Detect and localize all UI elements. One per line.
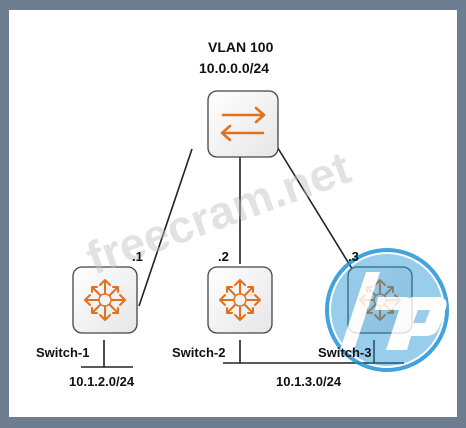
subnet-switch-1: 10.1.2.0/24 — [69, 374, 135, 389]
network-diagram: freecram.net VLAN 100 10.0.0.0/24 .1 .2 … — [9, 10, 457, 417]
switch-2-icon[interactable] — [207, 266, 273, 334]
switch-1-label: Switch-1 — [36, 345, 90, 360]
switch-2-label: Switch-2 — [172, 345, 226, 360]
subnet-shared: 10.1.3.0/24 — [276, 374, 342, 389]
link-3-ip: .3 — [348, 249, 359, 264]
diagram-svg: freecram.net — [72, 90, 449, 372]
link-switch-3 — [275, 144, 360, 281]
switch-1-icon[interactable] — [72, 266, 138, 334]
link-2-ip: .2 — [218, 249, 229, 264]
hp-logo — [325, 248, 449, 372]
link-1-ip: .1 — [132, 249, 143, 264]
vlan-subnet: 10.0.0.0/24 — [199, 60, 270, 76]
vlan-switch-icon[interactable] — [207, 90, 279, 158]
vlan-name: VLAN 100 — [208, 39, 274, 55]
link-switch-1 — [138, 148, 193, 307]
switch-3-label: Switch-3 — [318, 345, 372, 360]
